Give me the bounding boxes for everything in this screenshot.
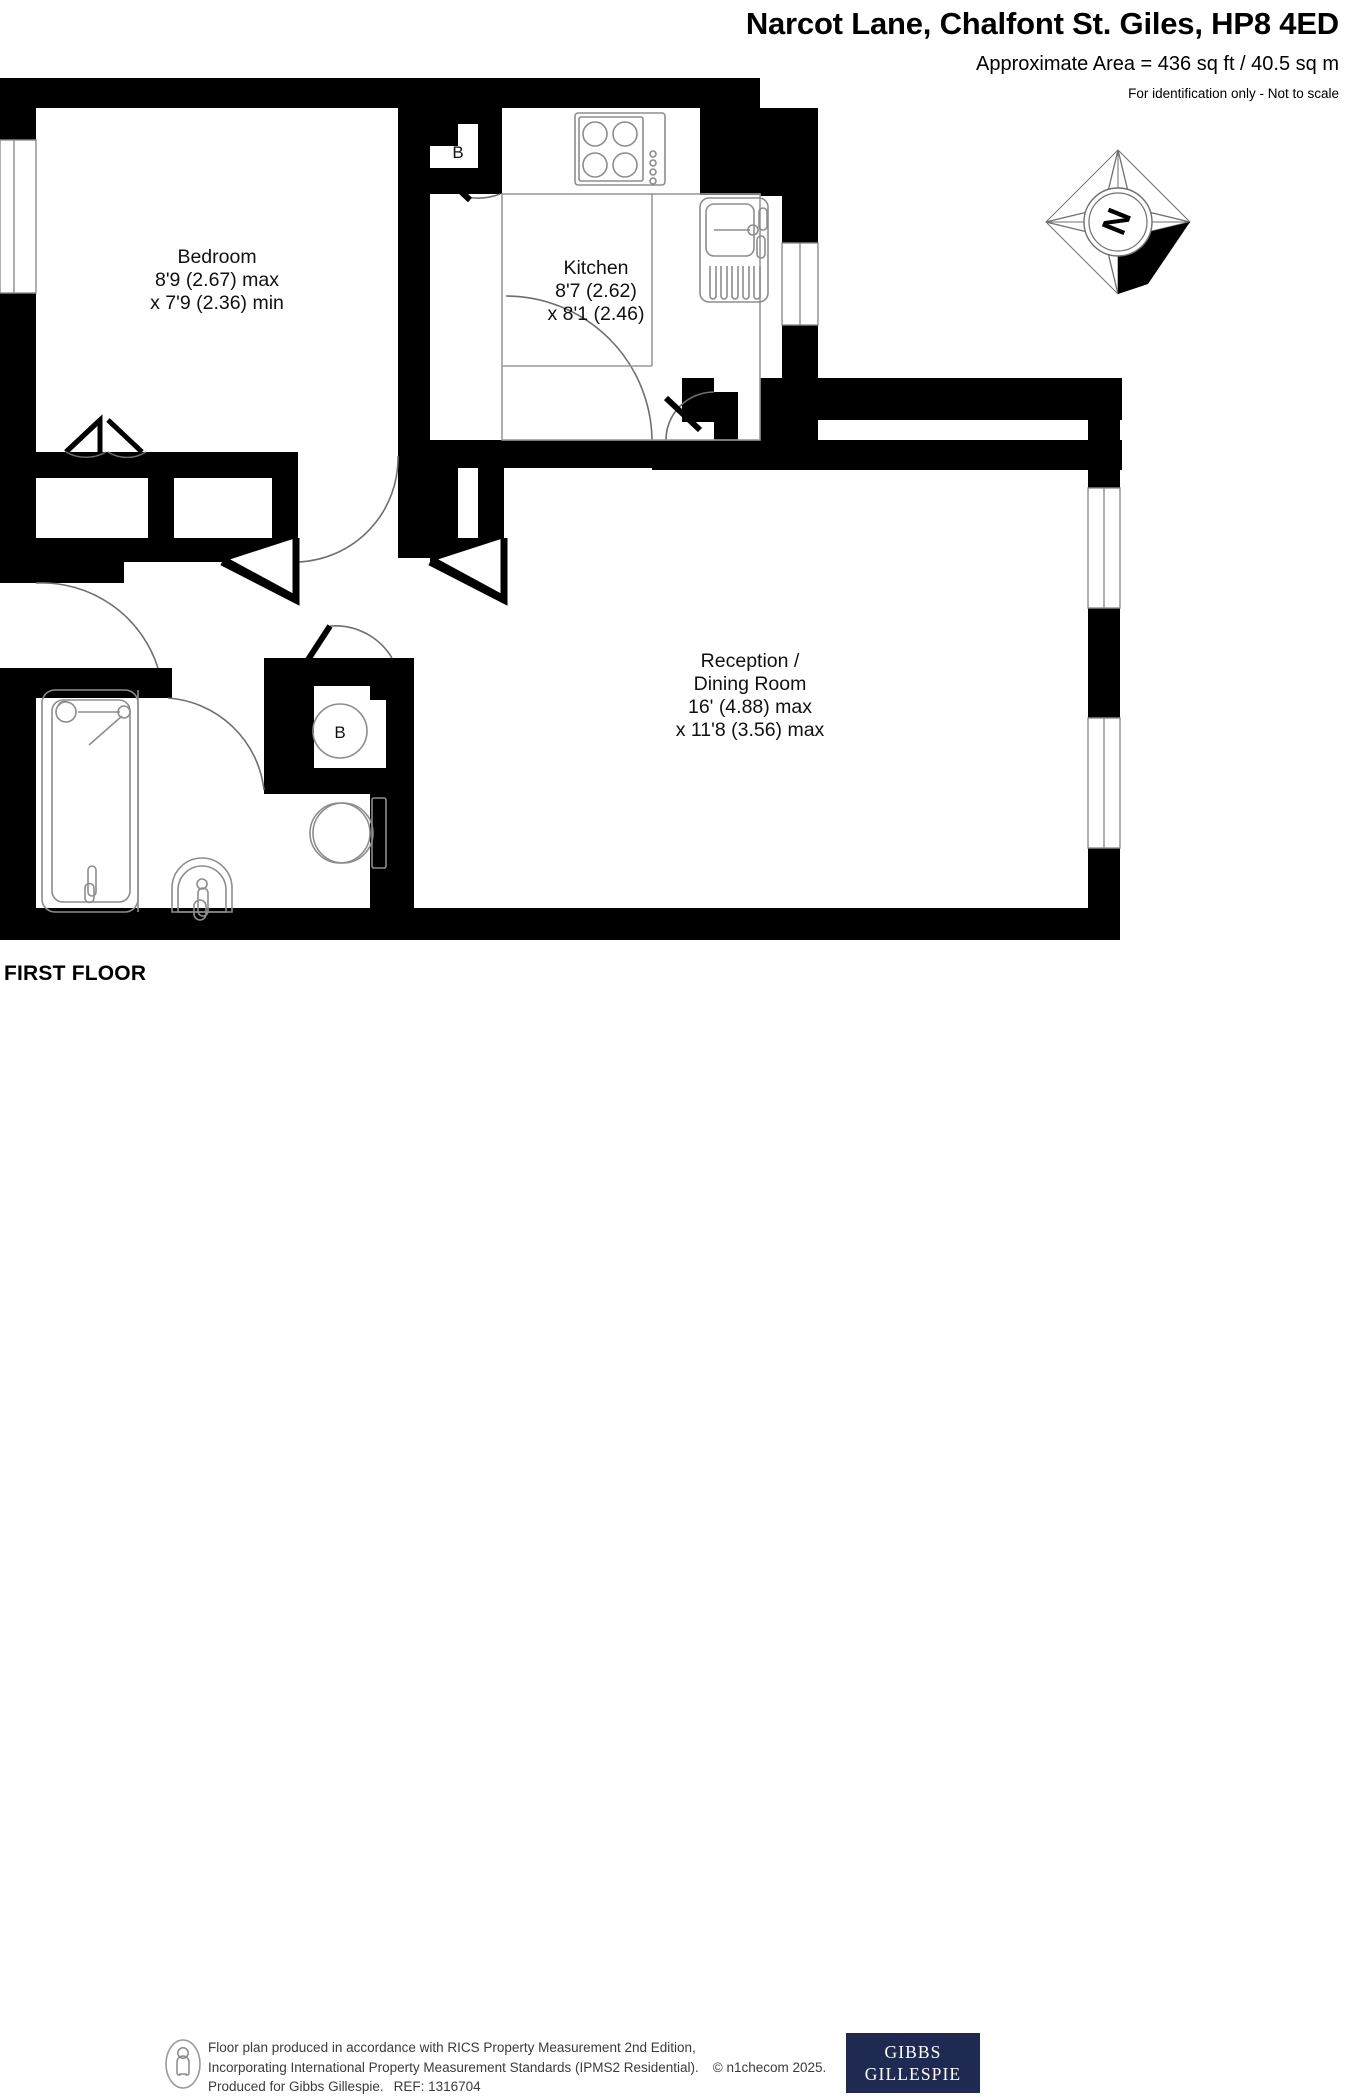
kitchen-name: Kitchen [563,257,628,279]
hob-icon [574,112,666,186]
reception-name-1: Reception / [701,650,800,672]
door-cupboard-hall [663,391,715,441]
walls [0,78,1122,940]
room-label-bedroom: Bedroom 8'9 (2.67) max x 7'9 (2.36) min [150,246,284,314]
bedroom-dim-2: x 7'9 (2.36) min [150,292,284,314]
door-kitchen [505,295,653,441]
footer-credits: Floor plan produced in accordance with R… [208,2038,826,2097]
bedroom-dim-1: 8'9 (2.67) max [155,269,279,291]
door-entrance [35,582,159,669]
window-bedroom [0,139,37,294]
footer-line-2: Incorporating International Property Mea… [208,2059,827,2075]
plan-footer: Floor plan produced in accordance with R… [0,1012,1345,2094]
approximate-area-text: Approximate Area = 436 sq ft / 40.5 sq m [976,53,1339,75]
bath-icon [41,689,139,913]
brand-line-1: GIBBS [884,2042,942,2062]
footer-line-1: Floor plan produced in accordance with R… [208,2040,696,2055]
washbasin-icon [171,857,233,921]
person-icon [165,2039,201,2089]
window-kitchen [781,242,819,326]
plan-header: Narcot Lane, Chalfont St. Giles, HP8 4ED… [0,0,1345,110]
copyright-text: © n1checom 2025. [712,2059,827,2075]
gibbs-gillespie-logo: GIBBS GILLESPIE [846,2033,980,2093]
window-reception-lower [1087,717,1121,849]
cupboard-hall-label: B [334,723,345,742]
windows [0,139,1121,849]
reception-dim-1: 16' (4.88) max [688,696,812,718]
reception-dim-2: x 11'8 (3.56) max [676,719,825,741]
door-bathroom [167,697,265,791]
doors [35,167,715,791]
floor-plan: B B Bedroom 8'9 (2.67) max x 7'9 (2.36) … [0,0,1345,1000]
bedroom-name: Bedroom [177,246,256,268]
reference-number: REF: 1316704 [393,2079,481,2094]
sink-icon [699,197,769,303]
wardrobe-doors-bedroom [64,414,147,459]
cupboard-kitchen-label: B [452,143,463,162]
cupboard-hall-marker: B [312,703,368,759]
kitchen-units [501,193,761,441]
toilet-icon [309,797,387,869]
footer-line-3: Produced for Gibbs Gillespie.REF: 131670… [208,2079,481,2094]
door-hall [428,538,508,606]
north-arrow: N [1045,149,1191,295]
kitchen-dim-2: x 8'1 (2.46) [548,303,645,325]
door-cupboard-kitchen [435,167,501,203]
window-reception-upper [1087,487,1121,609]
kitchen-dim-1: 8'7 (2.62) [555,280,637,302]
reception-name-2: Dining Room [694,673,807,695]
disclaimer-text: For identification only - Not to scale [1128,86,1339,101]
brand-line-2: GILLESPIE [864,2064,962,2084]
door-wc [297,624,393,674]
floor-level-label: FIRST FLOOR [4,962,147,985]
page-title: Narcot Lane, Chalfont St. Giles, HP8 4ED [745,6,1339,41]
door-bedroom [220,455,399,606]
room-label-reception: Reception / Dining Room 16' (4.88) max x… [676,650,825,741]
room-label-kitchen: Kitchen 8'7 (2.62) x 8'1 (2.46) [548,257,645,325]
